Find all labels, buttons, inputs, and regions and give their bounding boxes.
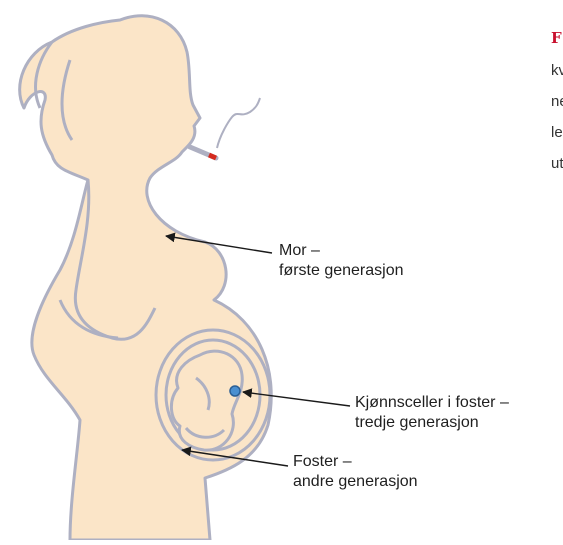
caption-line-1: kv <box>551 62 563 79</box>
label-mother-line2: første generasjon <box>279 261 404 281</box>
label-fetus-line1: Foster – <box>293 452 418 472</box>
caption-line-2: ne <box>551 93 563 110</box>
mother-silhouette <box>20 16 272 540</box>
label-fetus: Foster – andre generasjon <box>293 452 418 492</box>
label-germ-cells-line2: tredje generasjon <box>355 413 509 433</box>
label-fetus-line2: andre generasjon <box>293 472 418 492</box>
label-mother-line1: Mor – <box>279 241 404 261</box>
cigarette-tip <box>209 155 216 158</box>
caption-line-3: le <box>551 124 563 141</box>
germ-cell-dot <box>230 386 240 396</box>
label-germ-cells: Kjønnsceller i foster – tredje generasjo… <box>355 393 509 433</box>
fetus-body <box>171 351 242 450</box>
smoke-trail <box>217 98 260 148</box>
caption-heading: F <box>551 29 562 47</box>
caption-line-4: ut <box>551 155 563 172</box>
label-mother: Mor – første generasjon <box>279 241 404 281</box>
label-germ-cells-line1: Kjønnsceller i foster – <box>355 393 509 413</box>
